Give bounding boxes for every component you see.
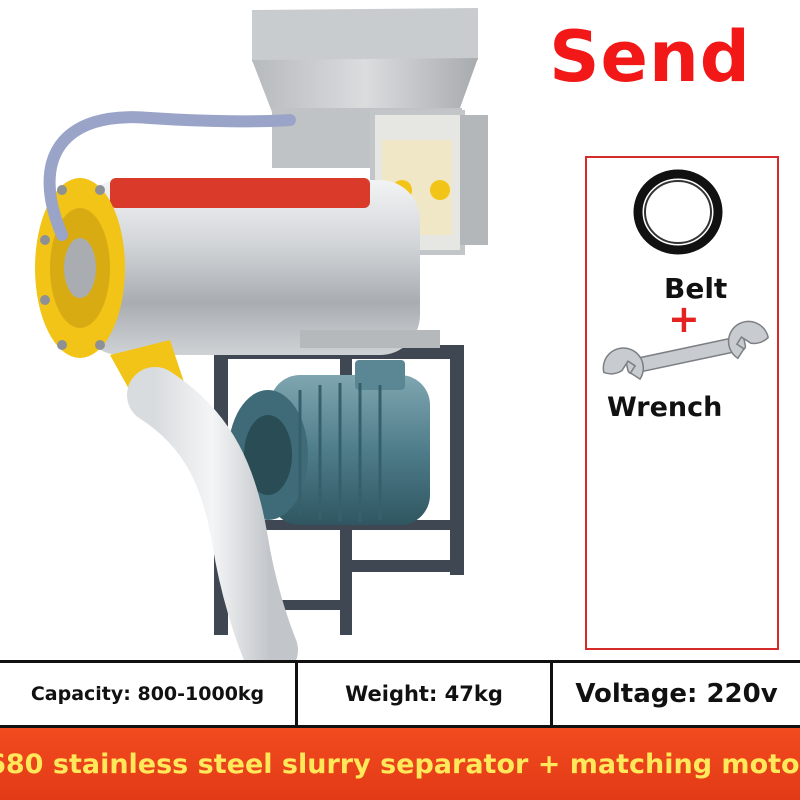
belt-label: Belt: [664, 272, 728, 305]
inlet-hose: [43, 111, 296, 241]
weight-spec: Weight: 47kg: [345, 682, 503, 706]
belt-icon: [633, 169, 723, 255]
voltage-spec: Voltage: 220v: [575, 679, 778, 709]
accessory-panel: [585, 156, 779, 650]
spec-divider: [295, 663, 298, 725]
separator-drum: [35, 178, 440, 358]
electric-motor: [228, 360, 430, 525]
spec-row: Capacity: 800-1000kg Weight: 47kg Voltag…: [0, 660, 800, 728]
banner-text: 680 stainless steel slurry separator + m…: [0, 748, 800, 780]
spec-divider: [550, 663, 553, 725]
wrench-label: Wrench: [607, 392, 723, 423]
product-banner: 680 stainless steel slurry separator + m…: [0, 728, 800, 800]
capacity-spec: Capacity: 800-1000kg: [30, 683, 265, 705]
plus-symbol: +: [668, 297, 700, 341]
outlet-hose: [127, 367, 298, 660]
send-title: Send: [549, 16, 751, 98]
slurry-separator-machine-image: [35, 8, 488, 660]
wrench-icon: [602, 320, 769, 381]
